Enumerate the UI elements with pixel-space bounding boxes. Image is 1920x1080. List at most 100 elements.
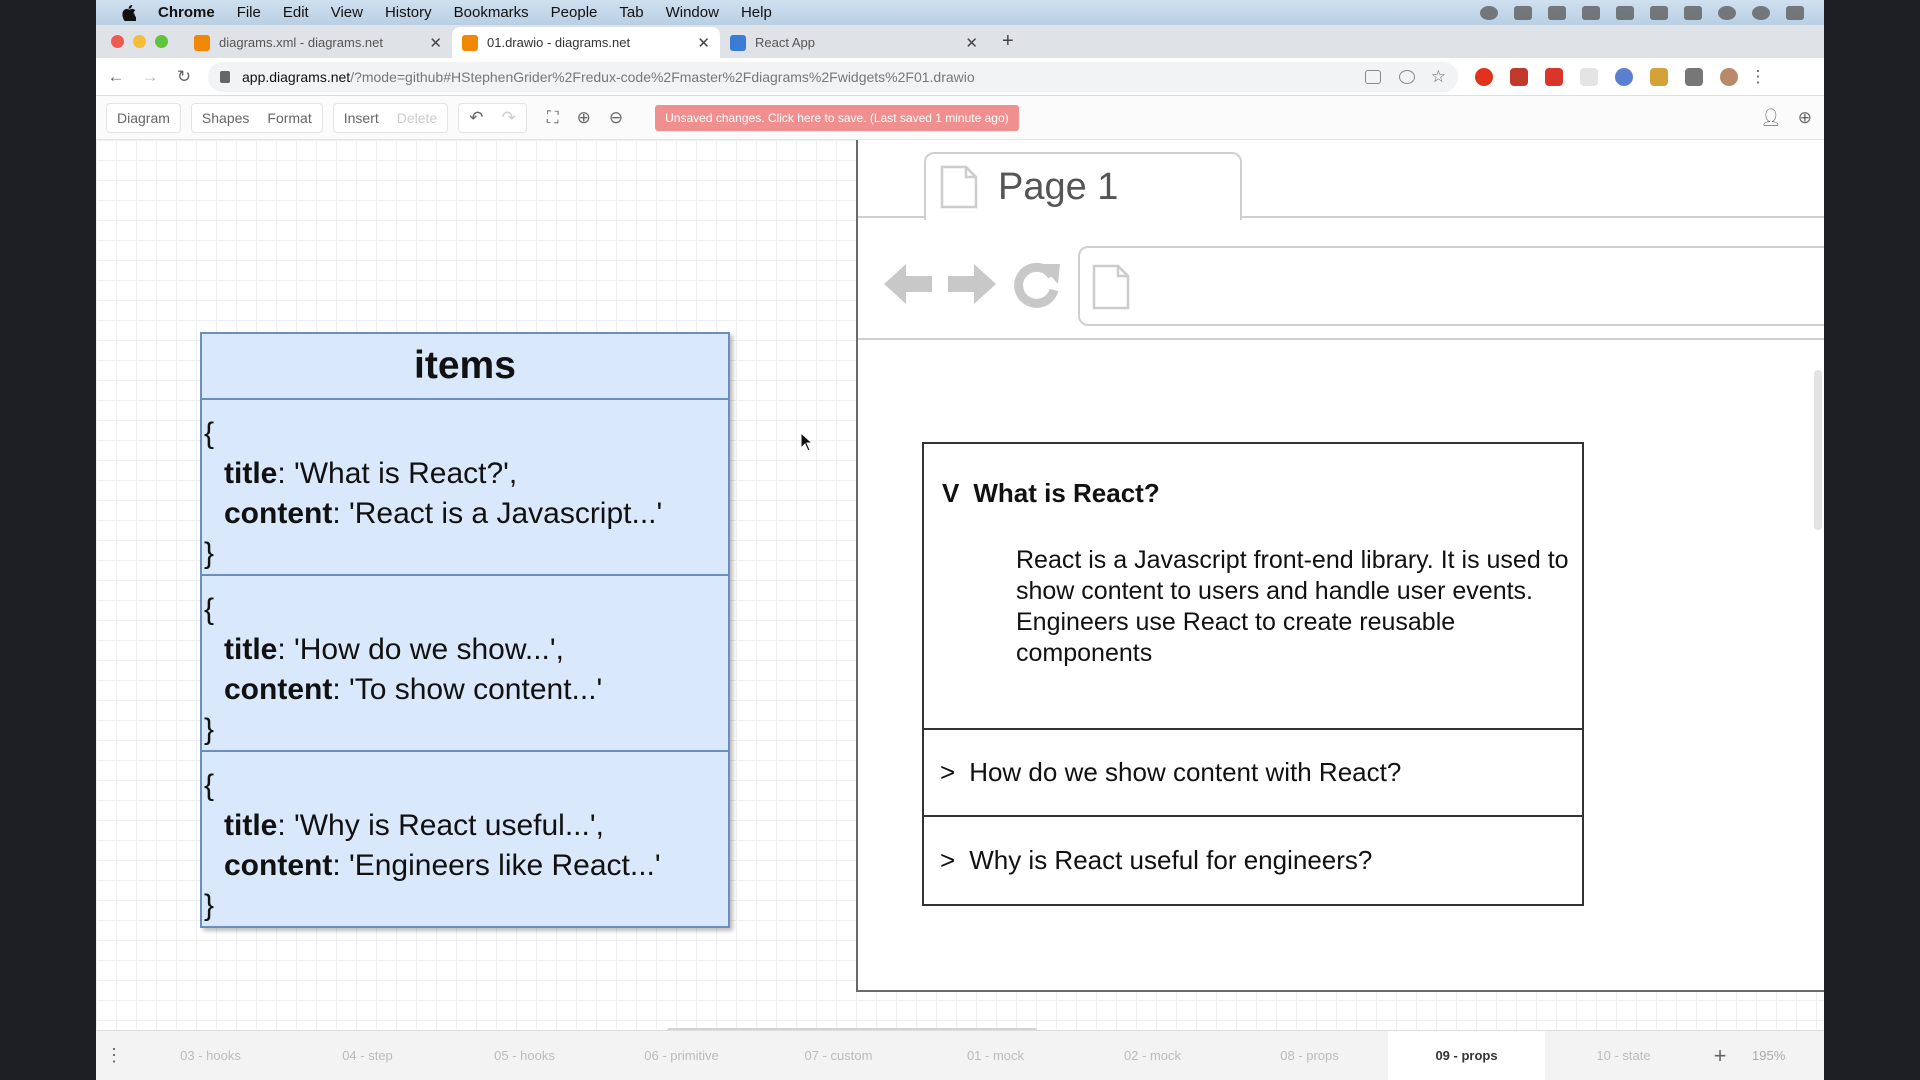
tab-label: React App [755,35,815,50]
page-tab[interactable]: 01 - mock [966,1047,1025,1063]
extensions-menu-icon[interactable] [1685,67,1703,86]
items-box[interactable]: items { title: 'What is React?', content… [200,332,730,928]
menu-file[interactable]: File [236,4,261,21]
wireframe-scrollbar [1814,370,1822,530]
items-title: items [202,334,728,400]
battery-icon[interactable] [1684,5,1702,20]
close-brace: } [204,713,215,746]
menu-tab[interactable]: Tab [619,4,644,21]
url-text[interactable]: app.diagrams.net/?mode=github#HStephenGr… [242,69,1347,85]
opera-extension-icon[interactable] [1475,67,1493,86]
page-tab[interactable]: 08 - props [1280,1047,1339,1063]
reload-icon[interactable]: ↻ [176,66,192,86]
siri-icon[interactable] [1752,5,1770,20]
page-tab-active[interactable]: 09 - props [1388,1030,1545,1080]
item-entry[interactable]: { title: 'What is React?', content: 'Rea… [202,400,728,576]
wireframe-tab-bar [858,140,1824,218]
diagram-menu-button[interactable]: Diagram [117,109,170,126]
menu-edit[interactable]: Edit [282,4,309,21]
insert-button[interactable]: Insert [343,109,379,126]
page-tab[interactable]: 10 - state [1596,1047,1651,1063]
diagram-canvas[interactable]: items { title: 'What is React?', content… [96,140,1824,1036]
item-entry[interactable]: { title: 'How do we show...', content: '… [202,576,728,752]
zoom-out-icon[interactable]: ⊖ [608,107,624,127]
content-value: : 'To show content...' [332,673,603,706]
menu-window[interactable]: Window [665,4,719,21]
zoom-indicator-icon[interactable] [1398,69,1415,84]
new-tab-button[interactable]: + [1002,30,1014,52]
browser-tab-react-app[interactable]: React App ✕ [720,27,988,58]
spotlight-search-icon[interactable] [1718,5,1736,20]
address-bar[interactable]: app.diagrams.net/?mode=github#HStephenGr… [208,61,1458,92]
zoom-in-icon[interactable]: ⊕ [576,107,591,127]
zoom-window-button[interactable] [155,35,168,48]
extension-icon[interactable] [1545,67,1563,86]
zoom-level[interactable]: 195% [1752,1048,1786,1063]
page-tab[interactable]: 07 - custom [804,1047,873,1063]
forward-arrow-icon[interactable]: → [141,66,159,86]
glasses-icon[interactable] [1548,5,1566,20]
grid-icon[interactable] [1616,5,1634,20]
back-arrow-icon [884,264,932,304]
redo-icon[interactable]: ↷ [501,107,516,127]
language-globe-icon[interactable]: ⊕ [1797,107,1812,127]
chrome-menu-icon[interactable]: ⋮ [1749,66,1767,86]
cast-icon[interactable] [1364,69,1381,84]
close-tab-icon[interactable]: ✕ [697,34,710,52]
accordion-item-collapsed[interactable]: > Why is React useful for engineers? [924,817,1582,904]
cursor-tool-icon[interactable] [1514,5,1532,20]
title-key: title [224,809,278,842]
delete-button[interactable]: Delete [396,109,438,126]
page-tab[interactable]: 02 - mock [1123,1047,1182,1063]
menu-app-name[interactable]: Chrome [158,4,215,21]
fullscreen-icon[interactable]: ⛶ [546,107,559,127]
undo-icon[interactable]: ↶ [469,107,484,127]
page-tab[interactable]: 05 - hooks [494,1047,555,1063]
close-brace: } [204,889,215,922]
extension-icon[interactable] [1615,67,1633,86]
cloud-icon[interactable] [1582,5,1600,20]
user-icon[interactable]: 👤︎ [1760,107,1782,127]
collapsed-caret-icon: > [940,845,956,875]
item-entry[interactable]: { title: 'Why is React useful...', conte… [202,752,728,928]
open-brace: { [204,417,215,450]
menu-view[interactable]: View [330,4,363,21]
page-tab[interactable]: 06 - primitive [644,1047,719,1063]
format-button[interactable]: Format [267,109,312,126]
title-value: : 'How do we show...', [277,633,564,666]
drawio-favicon-icon [462,34,478,51]
accordion-item-collapsed[interactable]: > How do we show content with React? [924,730,1582,817]
add-page-button[interactable]: + [1713,1042,1727,1068]
extension-icon[interactable] [1510,67,1528,86]
apple-icon[interactable] [118,4,140,21]
browser-tab-diagrams-xml[interactable]: diagrams.xml - diagrams.net ✕ [184,27,452,58]
content-key: content [224,497,333,530]
recording-icon[interactable] [1480,5,1498,20]
menu-history[interactable]: History [384,4,432,21]
bookmark-star-icon[interactable]: ☆ [1430,66,1446,86]
shapes-button[interactable]: Shapes [201,109,250,126]
open-brace: { [204,593,215,626]
extension-icon[interactable] [1580,67,1598,86]
menu-help[interactable]: Help [740,4,772,21]
back-arrow-icon[interactable]: ← [107,66,125,86]
react-favicon-icon [730,34,746,51]
close-tab-icon[interactable]: ✕ [965,34,978,52]
page-tab[interactable]: 04 - step [342,1047,393,1063]
menu-bookmarks[interactable]: Bookmarks [453,4,529,21]
profile-avatar[interactable] [1720,67,1738,86]
pages-menu-icon[interactable]: ⋮ [105,1045,123,1065]
page-tab[interactable]: 03 - hooks [180,1047,241,1063]
document-icon [1092,264,1130,310]
menu-people[interactable]: People [550,4,598,21]
wifi-icon[interactable] [1650,5,1668,20]
close-tab-icon[interactable]: ✕ [429,34,442,52]
browser-tab-01-drawio[interactable]: 01.drawio - diagrams.net ✕ [452,27,720,58]
close-window-button[interactable] [111,35,124,48]
extension-icon[interactable] [1650,67,1668,86]
minimize-window-button[interactable] [133,35,146,48]
notification-center-icon[interactable] [1786,5,1804,20]
unsaved-changes-banner[interactable]: Unsaved changes. Click here to save. (La… [655,104,1019,131]
